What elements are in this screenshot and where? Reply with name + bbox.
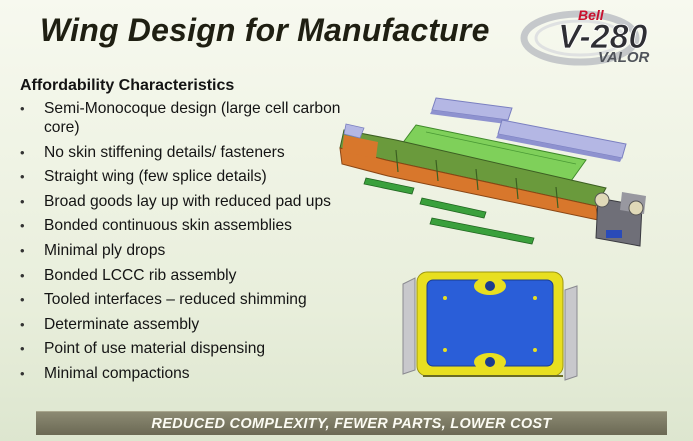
- svg-text:Bell: Bell: [578, 7, 605, 23]
- svg-text:V-280: V-280: [558, 18, 648, 56]
- banner-text: REDUCED COMPLEXITY, FEWER PARTS, LOWER C…: [151, 415, 552, 432]
- bullet-list: •Semi-Monocoque design (large cell carbo…: [20, 99, 380, 389]
- rib-assembly-image: [395, 264, 585, 384]
- footer-banner: REDUCED COMPLEXITY, FEWER PARTS, LOWER C…: [36, 411, 667, 435]
- bullet-item: •Straight wing (few splice details): [20, 168, 267, 186]
- bullet-item: •Semi-Monocoque design (large cell carbo…: [20, 100, 341, 136]
- svg-text:VALOR: VALOR: [598, 49, 650, 66]
- bullet-item: •Bonded LCCC rib assembly: [20, 266, 237, 284]
- section-subtitle: Affordability Characteristics: [20, 77, 235, 94]
- lower-stringers: [363, 177, 535, 245]
- upper-skin-panel-left: [430, 97, 513, 124]
- upper-skin-panel-right: [496, 119, 627, 162]
- slide-title: Wing Design for Manufacture: [40, 12, 490, 48]
- bell-v280-valor-logo: Bell V-280 VALOR: [520, 4, 690, 66]
- wing-exploded-assembly-image: [336, 80, 656, 255]
- bullet-item: •Broad goods lay up with reduced pad ups: [20, 192, 331, 210]
- bullet-item: •Bonded continuous skin assemblies: [20, 217, 292, 235]
- bullet-item: •Minimal ply drops: [20, 241, 166, 259]
- bullet-item: •Minimal compactions: [20, 364, 190, 382]
- root-fitting: [594, 192, 646, 247]
- bullet-item: •Tooled interfaces – reduced shimming: [20, 291, 307, 309]
- bullet-item: •Point of use material dispensing: [20, 340, 266, 358]
- bullet-item: •Determinate assembly: [20, 315, 200, 333]
- bullet-item: •No skin stiffening details/ fasteners: [20, 143, 285, 161]
